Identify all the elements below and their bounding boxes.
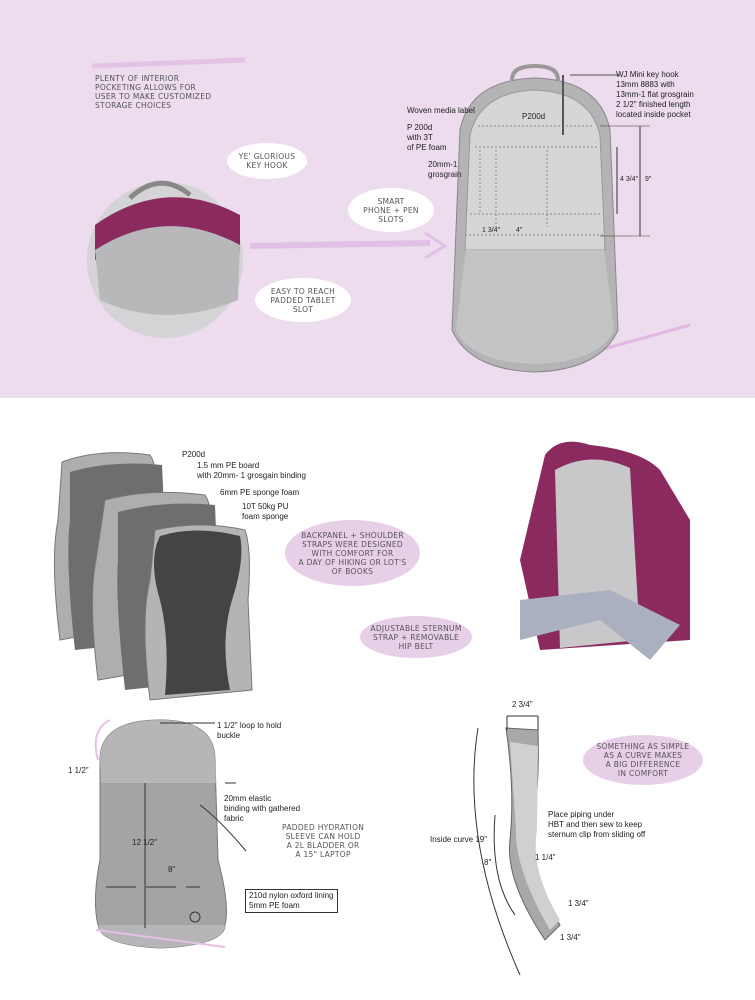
dim-9: 9"	[645, 176, 652, 183]
panel-lining: 210d nylon oxford lining 5mm PE foam	[245, 889, 338, 913]
strap-dim-1-3-4b: 1 3/4"	[560, 933, 581, 942]
panel-loop: 1 1/2" loop to hold buckle	[217, 721, 282, 740]
dim-4: 4"	[516, 227, 523, 234]
panel-elastic: 20mm elastic binding with gathered fabri…	[224, 794, 301, 823]
spec-p200d-foam: P 200d with 3T of PE foam	[407, 123, 447, 152]
callout-bubble: Backpanel + shoulder straps were designe…	[285, 520, 420, 586]
spec-grosgrain: 20mm-1 grosgrain	[428, 160, 462, 179]
callout-phone: Smart phone + pen slots	[363, 196, 419, 224]
spec-p200d: P200d	[522, 112, 546, 121]
dim-4-3-4: 4 3/4"	[620, 176, 639, 183]
callout-bubble: Something as simple as a curve makes a b…	[583, 735, 703, 785]
strap-dim-1-3-4a: 1 3/4"	[568, 899, 589, 908]
callout-hydration: Padded hydration sleeve can hold a 2L bl…	[282, 823, 365, 859]
panel-dim-1-1-2: 1 1/2"	[68, 766, 89, 775]
callout-bubble: Adjustable sternum strap + removable hip…	[360, 616, 472, 658]
strap-dim-8: 8"	[484, 858, 492, 867]
front-backpack-drawing	[451, 63, 650, 373]
callout-backpanel: Backpanel + shoulder straps were designe…	[298, 530, 407, 576]
spec-key-hook: WJ Mini key hook 13mm 8883 with 13mm-1 f…	[616, 70, 694, 119]
shoulder-strap-drawing	[473, 715, 561, 976]
strap-piping: Place piping under HBT and then sew to k…	[548, 810, 646, 839]
callout-sternum: Adjustable sternum strap + removable hip…	[370, 623, 462, 651]
layer-pe-board: 1.5 mm PE board with 20mm- 1 grosgain bi…	[197, 461, 306, 480]
callout-key-hook: Ye' glorious key hook	[238, 152, 296, 170]
strap-dim-2-3-4: 2 3/4"	[512, 700, 533, 709]
callout-interior: Plenty of interior pocketing allows for …	[95, 74, 212, 110]
backpanel-layers-drawing	[53, 452, 253, 701]
callout-curve: Something as simple as a curve makes a b…	[596, 742, 690, 778]
layer-pu-foam: 10T 50kg PU foam sponge	[242, 502, 289, 521]
layer-sponge: 6mm PE sponge foam	[220, 488, 300, 497]
callout-tablet: Easy to reach padded tablet slot	[270, 286, 336, 314]
callout-bubble: Smart phone + pen slots	[348, 188, 434, 232]
layer-p200d: P200d	[182, 450, 206, 459]
panel-dim-8: 8"	[168, 865, 176, 874]
panel-dim-12-1-2: 12 1/2"	[132, 838, 158, 847]
strap-dim-1-1-4: 1 1/4"	[535, 853, 556, 862]
spec-media-label: Woven media label	[407, 106, 475, 115]
strap-inside-curve: Inside curve 19"	[430, 835, 488, 844]
callout-bubble: Easy to reach padded tablet slot	[255, 278, 351, 322]
backpack-photo	[520, 441, 690, 660]
callout-bubble: Ye' glorious key hook	[227, 143, 307, 179]
closeup-photo	[87, 180, 243, 338]
dim-1-3-4: 1 3/4"	[482, 227, 501, 234]
hydration-panel-drawing	[94, 719, 247, 949]
